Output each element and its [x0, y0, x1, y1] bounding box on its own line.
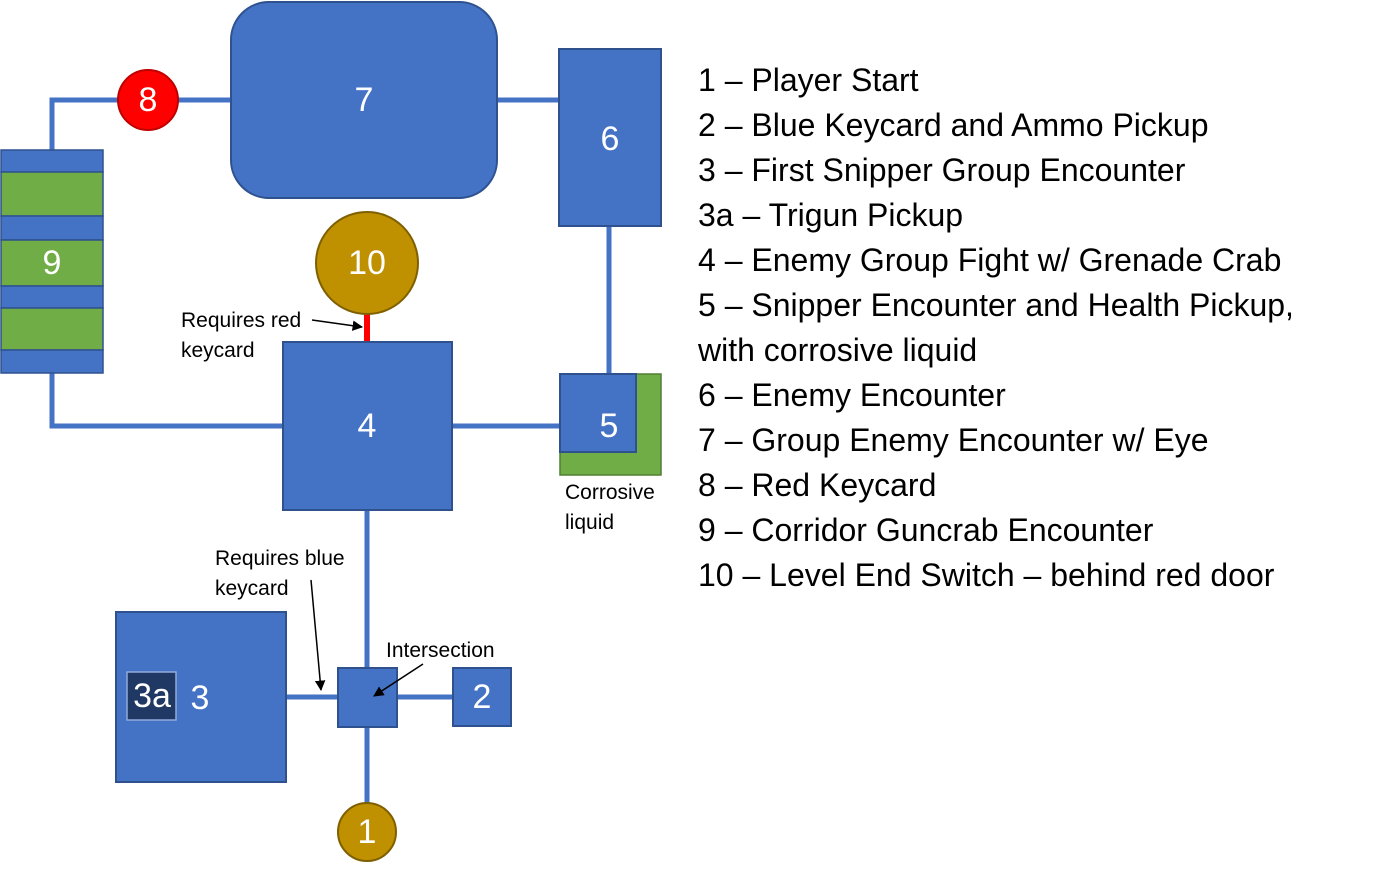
- room-7: [230, 1, 498, 199]
- connector-9-to-4: [49, 373, 283, 429]
- requires-blue-keycard-note-line2: keycard: [215, 577, 289, 600]
- legend-item: 8 – Red Keycard: [698, 467, 937, 503]
- corridor-9: [0, 149, 104, 374]
- legend-item: 5 – Snipper Encounter and Health Pickup,: [698, 287, 1294, 323]
- corridor-9-blue-stripe-2: [0, 215, 104, 241]
- room-6: [558, 48, 662, 227]
- corridor-9-green-stripe-1: [0, 171, 104, 217]
- legend-item: 7 – Group Enemy Encounter w/ Eye: [698, 422, 1209, 458]
- corridor-9-blue-stripe-3: [0, 285, 104, 309]
- player-start-node-1: [337, 802, 397, 862]
- legend-item: 9 – Corridor Guncrab Encounter: [698, 512, 1154, 548]
- legend-item: 1 – Player Start: [698, 62, 919, 98]
- connector-8-to-9: [49, 97, 118, 150]
- connectors: [49, 97, 612, 805]
- corridor-9-label: 9: [43, 244, 62, 282]
- legend-item: 2 – Blue Keycard and Ammo Pickup: [698, 107, 1209, 143]
- room-2-label: 2: [473, 678, 492, 716]
- room-5-label: 5: [600, 407, 619, 445]
- legend-item: 4 – Enemy Group Fight w/ Grenade Crab: [698, 242, 1282, 278]
- intersection-node: [337, 667, 398, 728]
- room-6-label: 6: [601, 120, 620, 158]
- room-2: [452, 667, 512, 727]
- intersection-note: Intersection: [386, 639, 495, 662]
- legend-item: with corrosive liquid: [698, 332, 978, 368]
- room-4: [282, 341, 453, 511]
- corridor-9-blue-stripe-4: [0, 349, 104, 374]
- room-3-label: 3: [191, 679, 210, 717]
- requires-blue-arrow: [310, 579, 326, 692]
- node-1-label: 1: [358, 813, 377, 851]
- node-8-label: 8: [139, 81, 158, 119]
- legend-item: 3 – First Snipper Group Encounter: [698, 152, 1186, 188]
- legend-list: 1 – Player Start 2 – Blue Keycard and Am…: [698, 58, 1378, 598]
- corrosive-liquid-note-line2: liquid: [565, 511, 614, 534]
- corridor-9-green-stripe-2: [0, 239, 104, 287]
- requires-red-keycard-note-line2: keycard: [181, 339, 255, 362]
- node-10-label: 10: [348, 244, 386, 282]
- requires-blue-keycard-note-line1: Requires blue: [215, 547, 345, 570]
- corridor-9-blue-stripe-1: [0, 149, 104, 173]
- corridor-9-green-stripe-3: [0, 307, 104, 351]
- end-switch-node-10: [315, 211, 419, 315]
- intersection-arrow: [373, 663, 424, 697]
- requires-red-arrow: [311, 319, 364, 331]
- node-3a-label: 3a: [133, 677, 171, 715]
- room-5: [559, 373, 637, 453]
- legend-item: 10 – Level End Switch – behind red door: [698, 557, 1275, 593]
- legend-item: 6 – Enemy Encounter: [698, 377, 1006, 413]
- room-4-label: 4: [358, 407, 377, 445]
- requires-red-keycard-note-line1: Requires red: [181, 309, 301, 332]
- trigun-pickup-3a: [126, 671, 177, 721]
- room-7-label: 7: [355, 81, 374, 119]
- corrosive-liquid-note-line1: Corrosive: [565, 481, 655, 504]
- red-keycard-node-8: [117, 69, 179, 131]
- legend-item: 3a – Trigun Pickup: [698, 197, 964, 233]
